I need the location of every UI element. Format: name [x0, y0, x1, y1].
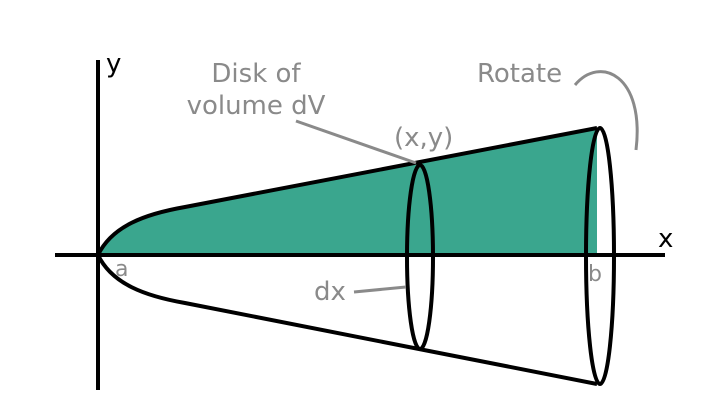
point-label: (x,y) [394, 123, 453, 153]
dx-label-leader [353, 285, 407, 294]
upper-profile-curve [96, 126, 598, 256]
disk-label-leader [295, 119, 417, 165]
y-axis-label: y [106, 49, 121, 79]
disk-ellipse [405, 163, 435, 351]
lower-profile-curve [96, 254, 598, 386]
rotate-label: Rotate [477, 59, 562, 89]
rotate-arc [573, 70, 639, 151]
disk-label-line2: volume dV [187, 91, 326, 121]
a-label: a [115, 257, 128, 282]
disk-label-line1: Disk of [211, 59, 301, 89]
shaded-region [98, 128, 597, 255]
x-axis-label: x [658, 224, 673, 254]
b-label: b [588, 262, 602, 287]
end-ellipse [584, 126, 616, 386]
dx-label: dx [314, 277, 346, 307]
